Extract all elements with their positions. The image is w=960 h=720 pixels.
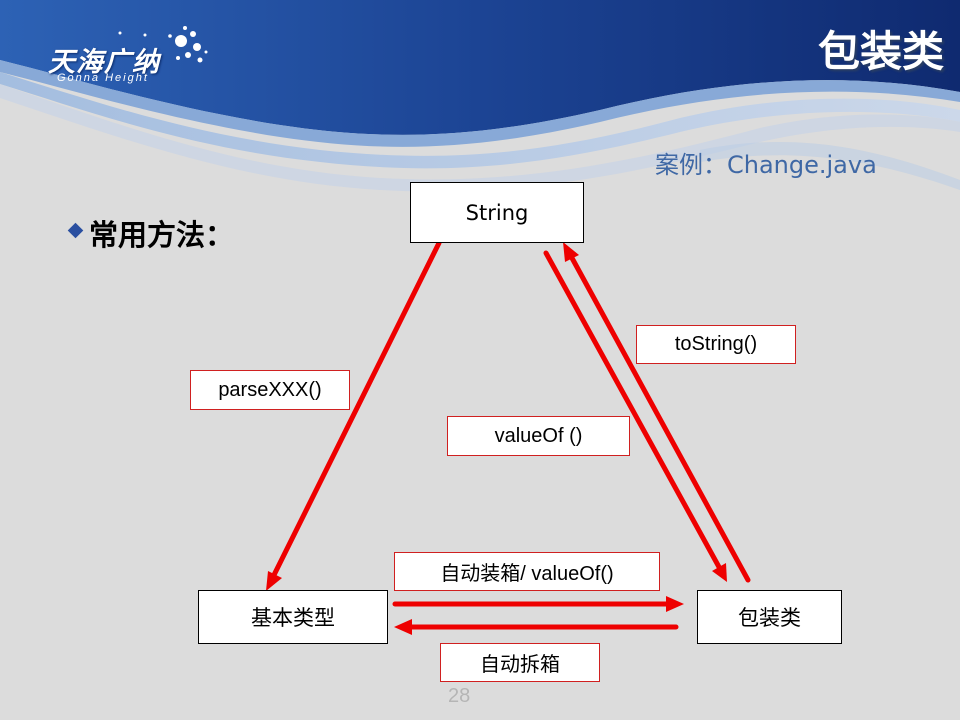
logo-text: 天海广纳 <box>48 47 160 78</box>
section-heading: 常用方法： <box>67 212 235 254</box>
label-parse: parseXXX() <box>190 370 350 410</box>
page-number: 28 <box>448 685 471 707</box>
arrow-parse <box>271 240 442 578</box>
arrow-to-string <box>569 255 751 583</box>
node-primitive: 基本类型 <box>198 590 388 644</box>
arrowhead-parse <box>266 571 282 591</box>
arrow-value-of <box>543 250 722 570</box>
label-unbox: 自动拆箱 <box>440 643 600 682</box>
slide-title: 包装类 <box>817 27 944 76</box>
node-wrapper: 包装类 <box>697 590 842 644</box>
label-autobox: 自动装箱/ valueOf() <box>394 552 660 591</box>
logo-subtitle: Gonna Height <box>57 72 149 84</box>
label-to-string: toString() <box>636 325 796 364</box>
logo-dots-icon <box>118 26 208 63</box>
node-string: String <box>410 182 584 243</box>
section-heading-text: 常用方法： <box>89 218 235 252</box>
arrowhead-autobox <box>666 596 684 612</box>
arrowhead-value-of <box>712 563 727 582</box>
label-value-of: valueOf () <box>447 416 630 456</box>
example-subtitle: 案例：Change.java <box>655 151 877 179</box>
arrowhead-unbox <box>394 619 412 635</box>
arrowhead-to-string <box>563 242 579 262</box>
